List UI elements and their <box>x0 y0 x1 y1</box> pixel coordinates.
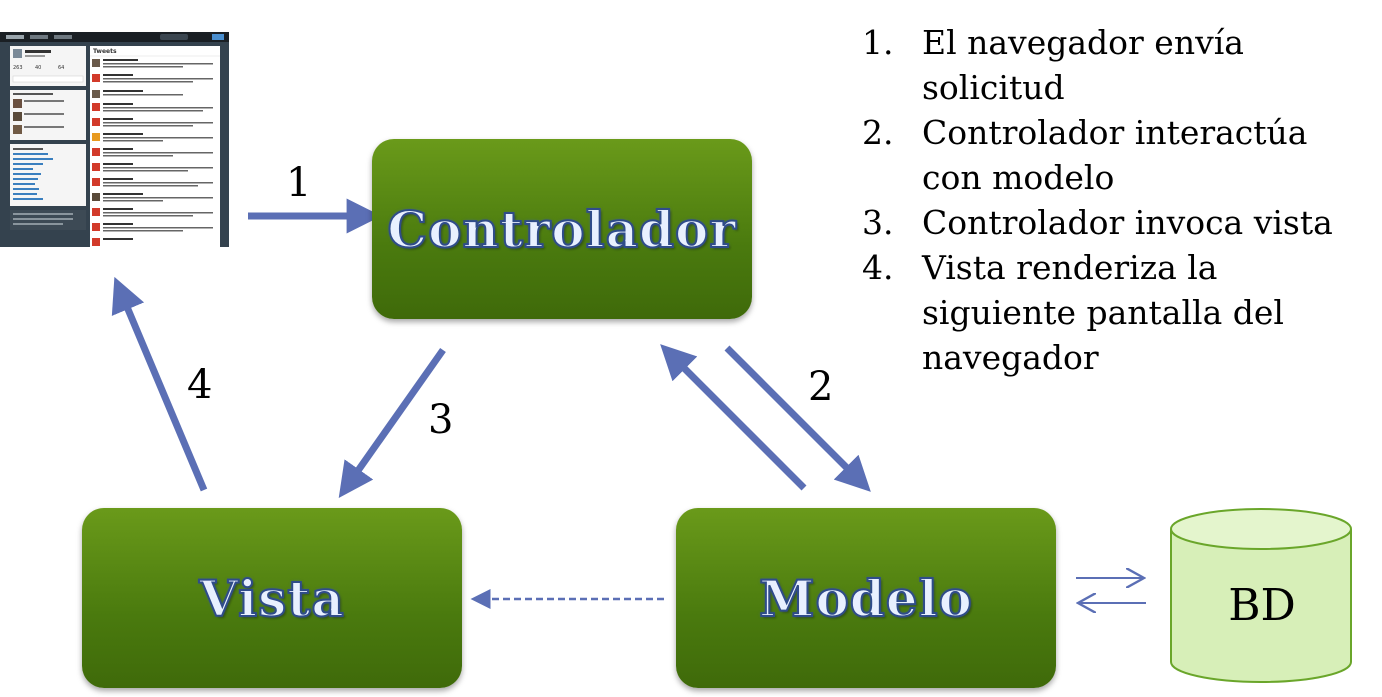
database-label: BD <box>1228 580 1296 631</box>
step-item: 4. Vista renderiza la siguiente pantalla… <box>862 245 1367 380</box>
modelo-label: Modelo <box>758 568 973 629</box>
step-number: 4. <box>862 248 894 287</box>
arrow-label-2: 2 <box>808 364 834 410</box>
stat-tweets: 263 <box>13 65 23 71</box>
modelo-box: Modelo <box>676 508 1056 688</box>
stat-following: 40 <box>35 65 41 71</box>
arrow-label-3: 3 <box>428 397 454 443</box>
browser-screenshot: 263 40 64 Tweets <box>0 32 229 247</box>
arrow-label-1: 1 <box>286 160 312 206</box>
stat-followers: 64 <box>58 65 64 71</box>
step-number: 2. <box>862 113 894 152</box>
arrow-4 <box>111 276 208 492</box>
arrow-label-4: 4 <box>187 362 213 408</box>
step-number: 1. <box>862 23 894 62</box>
step-item: 1. El navegador envía solicitud <box>862 20 1367 110</box>
controlador-box: Controlador <box>372 139 752 319</box>
controlador-label: Controlador <box>386 199 737 260</box>
step-item: 3. Controlador invoca vista <box>862 200 1367 245</box>
tweets-header: Tweets <box>93 48 117 55</box>
browser-screenshot-image: 263 40 64 Tweets <box>0 32 229 247</box>
arrow-3 <box>338 347 446 499</box>
vista-box: Vista <box>82 508 462 688</box>
step-number: 3. <box>862 203 894 242</box>
database-cylinder <box>1170 508 1352 683</box>
step-text: El navegador envía solicitud <box>922 23 1244 107</box>
step-text: Vista renderiza la siguiente pantalla de… <box>922 248 1284 377</box>
step-text: Controlador invoca vista <box>922 203 1333 242</box>
vista-label: Vista <box>198 568 345 629</box>
arrow-2-up <box>660 344 807 491</box>
steps-list: 1. El navegador envía solicitud 2. Contr… <box>862 20 1367 380</box>
step-text: Controlador interactúa con modelo <box>922 113 1308 197</box>
arrow-2-down <box>724 345 871 492</box>
step-item: 2. Controlador interactúa con modelo <box>862 110 1367 200</box>
